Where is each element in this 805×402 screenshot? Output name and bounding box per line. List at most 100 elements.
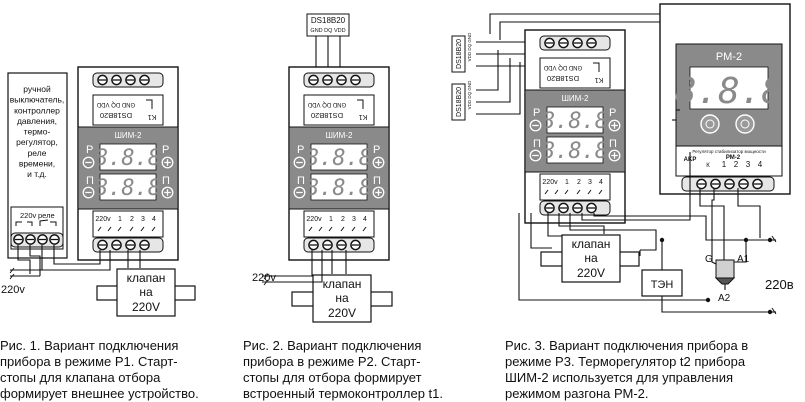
- bottom-label-220v: 220v: [542, 179, 558, 186]
- row1-letter: Р: [533, 107, 540, 119]
- rm2-subtitle: Регулятор стабилизатор мощности: [692, 149, 766, 154]
- rm2-title: РМ-2: [716, 51, 742, 63]
- triac-a2: A2: [718, 293, 731, 304]
- row2-digits: 8.8.8: [95, 176, 161, 201]
- triac: G A1 A2: [705, 254, 750, 304]
- caption-figure-3: Рис. 3. Вариант подключения прибора в ре…: [505, 338, 749, 401]
- sensor-pins-label: GND DQ VDD: [543, 64, 582, 70]
- row1-digits: 8.8.8: [542, 109, 608, 134]
- valve-label-2: на: [584, 251, 598, 265]
- row1-letter-right: Р: [373, 144, 380, 156]
- supply-label-fig2: 220v: [252, 272, 276, 284]
- figure-3: DS18B20 VDD DQ GND DS18B20 VDD DQ GND: [451, 3, 794, 315]
- rm2-model: РМ-2: [726, 155, 741, 161]
- row2-letter-right: П: [162, 175, 170, 187]
- bottom-label-2: 2: [577, 179, 581, 186]
- valve-fig3: клапан на 220V: [540, 234, 640, 283]
- bottom-label-2: 2: [130, 216, 134, 223]
- sensor1-pins: VDD DQ GND: [467, 32, 472, 62]
- row1-letter: Р: [297, 144, 304, 156]
- junction-dot: [705, 297, 711, 303]
- valve-fig2: клапан на 220V: [291, 274, 393, 323]
- row2-letter: П: [86, 175, 94, 187]
- valve-label-1: клапан: [323, 277, 362, 291]
- sensor-box-fig2: DS18B20 GND DQ VDD: [306, 13, 350, 37]
- sensor1-label: DS18B20: [456, 39, 463, 69]
- row1-digits: 8.8.8: [306, 146, 372, 171]
- sensor-label: DS18B20: [311, 111, 343, 120]
- row1-letter-right: Р: [162, 144, 169, 156]
- bottom-label-3: 3: [141, 216, 145, 223]
- shim2-device-fig3: GND DQ VDD DS18B20 K1 ШИМ-2 Р 8.8.8 Р П …: [524, 29, 626, 224]
- bottom-label-220v: 220v: [306, 216, 322, 223]
- bottom-label-1: 1: [329, 216, 333, 223]
- valve-label-1: клапан: [127, 271, 166, 285]
- device-title: ШИМ-2: [115, 131, 142, 140]
- row1-digits: 8.8.8: [95, 146, 161, 171]
- sensor-pins-label: GND DQ VDD: [96, 101, 135, 107]
- bottom-label-4: 4: [152, 216, 156, 223]
- bottom-label-4: 4: [363, 216, 367, 223]
- rm2-button-right: [735, 114, 755, 134]
- bottom-label-3: 3: [588, 179, 592, 186]
- caption-figure-2: Рис. 2. Вариант подключения прибора в ре…: [243, 338, 443, 401]
- row2-letter: П: [297, 175, 305, 187]
- triac-g: G: [705, 254, 713, 265]
- shim2-device-fig2: GND DQ VDD DS18B20 K1 ШИМ-2 Р 8.8.8 Р П …: [288, 66, 390, 261]
- rm2-digits: 8.8.8: [675, 71, 783, 112]
- bottom-label-1: 1: [118, 216, 122, 223]
- triac-a1: A1: [737, 254, 750, 265]
- ext-terminal-rele: реле: [38, 211, 55, 220]
- wires-fig3: [518, 109, 777, 315]
- valve-label-1: клапан: [572, 237, 611, 251]
- sensor-label: DS18B20: [100, 111, 132, 120]
- device-title: ШИМ-2: [326, 131, 353, 140]
- sensor-probe-1: DS18B20 VDD DQ GND: [451, 32, 472, 73]
- junction-dot: [743, 237, 749, 243]
- shim2-device-fig1: GND DQ VDD DS18B20 K1 ШИМ-2 Р 8.8.8 Р П …: [77, 66, 179, 261]
- relay-label: K1: [595, 76, 604, 83]
- row2-letter-right: П: [373, 175, 381, 187]
- sensor-box-title: DS18B20: [311, 16, 346, 25]
- rm2-terminal-2: 2: [734, 160, 739, 169]
- ext-terminal-220v: 220v: [20, 211, 37, 220]
- sensor-probe-2: DS18B20 VDD DQ GND: [451, 80, 472, 121]
- bottom-label-4: 4: [599, 179, 603, 186]
- rm2-terminal-1: 1: [722, 160, 727, 169]
- sensor2-label: DS18B20: [456, 87, 463, 117]
- bottom-label-1: 1: [565, 179, 569, 186]
- junction-dot: [767, 237, 773, 243]
- row2-letter: П: [533, 138, 541, 150]
- valve-label-3: 220V: [577, 266, 605, 280]
- bottom-label-220v: 220v: [95, 216, 111, 223]
- junction-dot: [767, 309, 773, 315]
- row2-digits: 8.8.8: [542, 139, 608, 164]
- bottom-label-3: 3: [352, 216, 356, 223]
- rm2-k: К: [706, 163, 710, 169]
- row2-digits: 8.8.8: [306, 176, 372, 201]
- wires-fig1: [9, 245, 141, 280]
- junction-dot: [659, 237, 665, 243]
- sensor-label: DS18B20: [547, 74, 579, 83]
- device-title: ШИМ-2: [562, 94, 589, 103]
- rm2-device: РМ-2 8.8.8 Регулятор стабилизатор мощнос…: [659, 3, 791, 195]
- relay-label: K1: [148, 113, 157, 120]
- sensor-box-pins: GND DQ VDD: [310, 28, 345, 34]
- row1-letter: Р: [86, 144, 93, 156]
- caption-figure-1: Рис. 1. Вариант подключения прибора в ре…: [0, 338, 199, 401]
- rm2-button-left: [700, 114, 720, 134]
- valve-label-3: 220V: [132, 300, 160, 314]
- supply-label-fig3: 220в: [765, 277, 794, 292]
- row2-letter-right: П: [609, 138, 617, 150]
- valve-fig1: клапан на 220V: [96, 268, 196, 317]
- valve-label-3: 220V: [328, 306, 356, 320]
- valve-label-2: на: [335, 291, 349, 305]
- rm2-terminal-4: 4: [758, 160, 763, 169]
- rm2-terminal-3: 3: [746, 160, 751, 169]
- heater-label: ТЭН: [651, 279, 674, 291]
- row1-letter-right: Р: [609, 107, 616, 119]
